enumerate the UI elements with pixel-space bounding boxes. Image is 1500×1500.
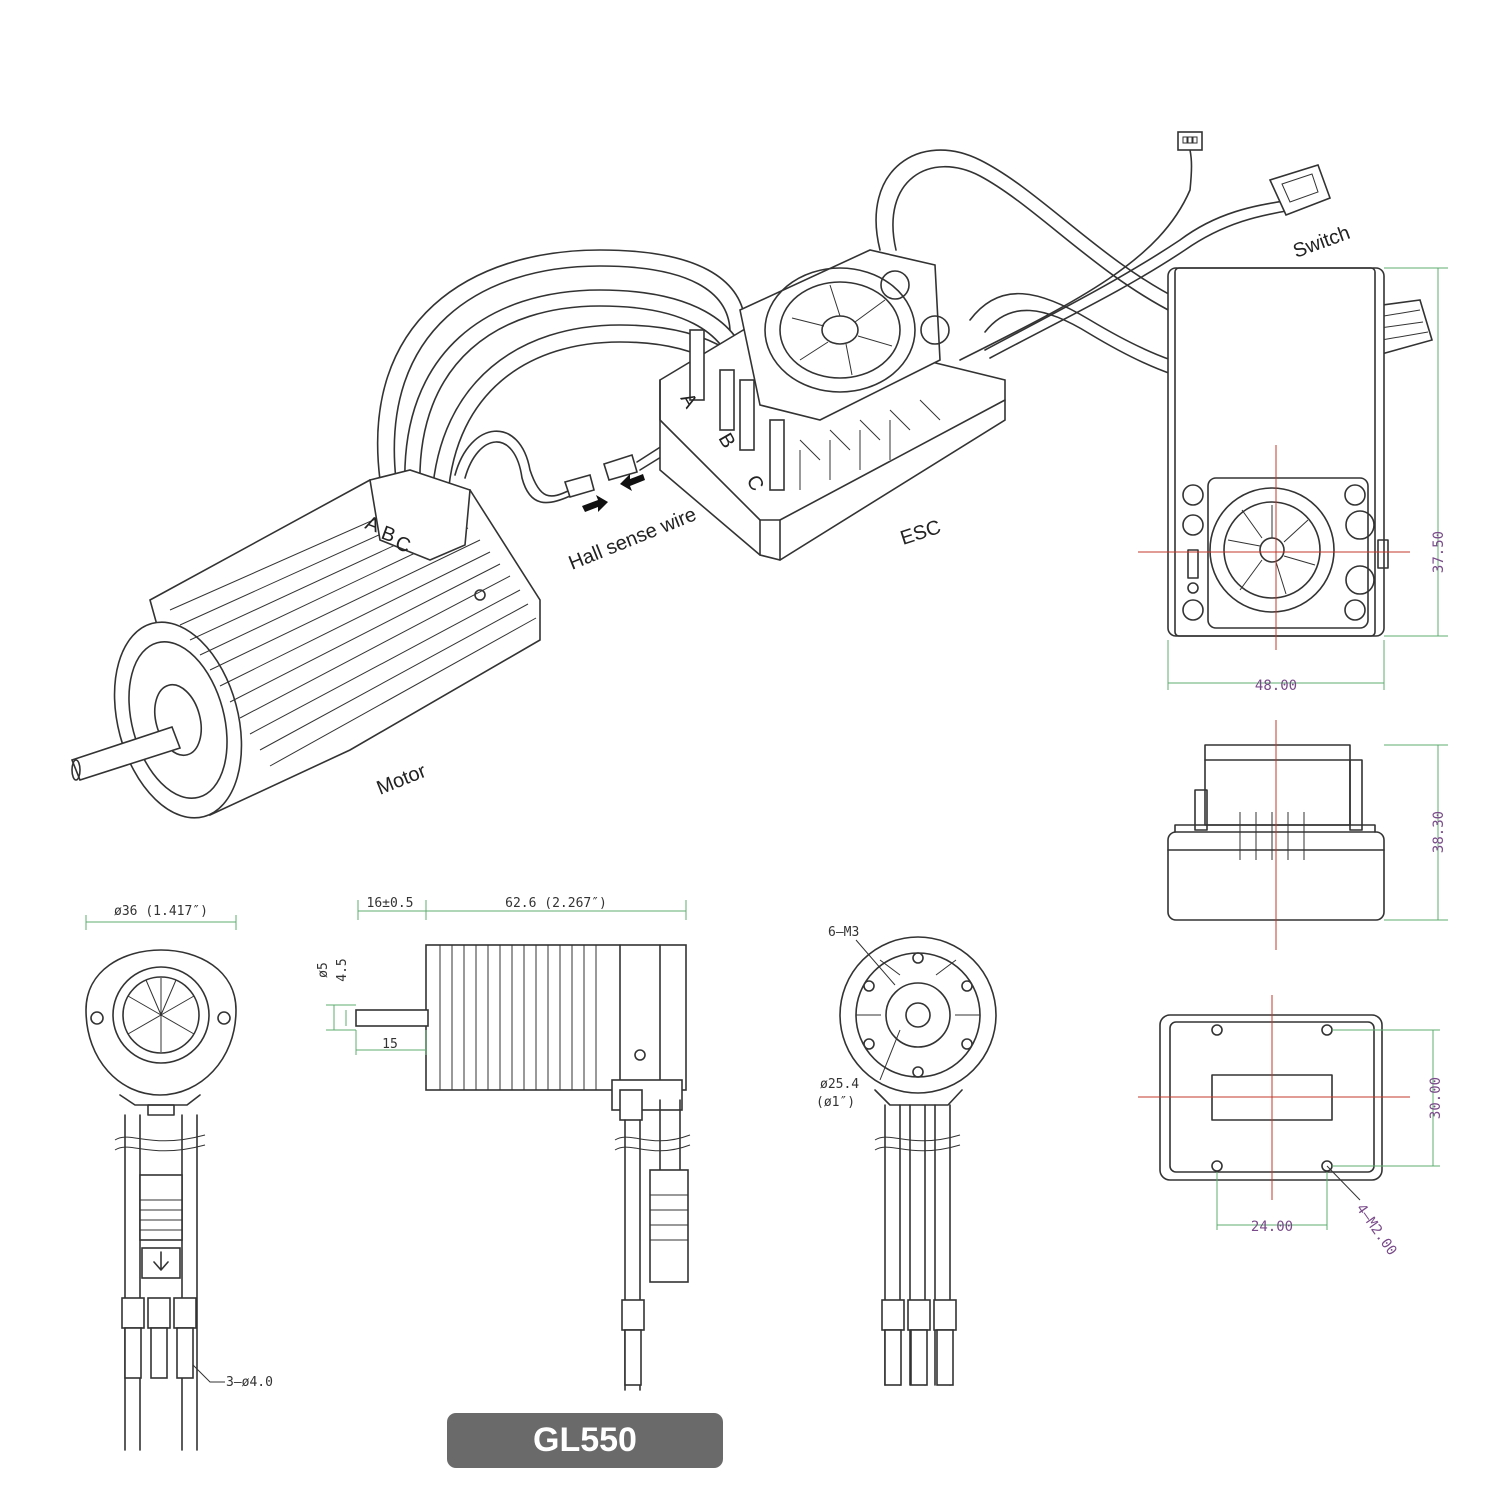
motor-isometric: [70, 469, 541, 819]
esc-hole-spacing-v-dim: 30.00: [1428, 1077, 1444, 1119]
motor-shaft-length-dim: 16±0.5: [367, 896, 414, 911]
motor-shaft-15-dim: 15: [382, 1037, 398, 1052]
esc-top-view: [1138, 267, 1448, 690]
motor-rear-view: [839, 936, 997, 1386]
motor-shaft-flat-dim: 4.5: [335, 958, 350, 981]
esc-depth-dim: 38.30: [1431, 811, 1447, 853]
motor-bolt-circle-in-dim: (ø1″): [816, 1095, 855, 1110]
switch-label: Switch: [1290, 222, 1353, 263]
model-badge: GL550: [447, 1413, 723, 1468]
motor-front-view: [85, 915, 237, 1451]
esc-height-dim: 37.50: [1431, 531, 1447, 573]
esc-side-view: [1167, 720, 1448, 950]
motor-body-length-dim: 62.6 (2.267″): [505, 896, 607, 911]
esc-bottom-view: [1138, 995, 1440, 1230]
esc-label: ESC: [898, 516, 944, 550]
motor-bullets-dim: 3–ø4.0: [226, 1375, 273, 1390]
motor-label: Motor: [374, 760, 430, 800]
motor-diameter-dim: ø36 (1.417″): [114, 904, 208, 919]
motor-side-view: [326, 900, 691, 1391]
hall-sense-wire-label: Hall sense wire: [566, 503, 700, 574]
esc-hole-spacing-h-dim: 24.00: [1251, 1219, 1293, 1235]
esc-isometric: [659, 249, 1006, 561]
motor-mount-screws-dim: 6–M3: [828, 925, 859, 940]
esc-holes-dim: 4–M2.00: [1353, 1201, 1400, 1259]
motor-shaft-dia-dim: ø5: [316, 962, 331, 978]
motor-phase-c-label: C: [392, 532, 413, 558]
motor-bolt-circle-dim: ø25.4: [820, 1077, 859, 1092]
esc-width-dim: 48.00: [1255, 678, 1297, 694]
